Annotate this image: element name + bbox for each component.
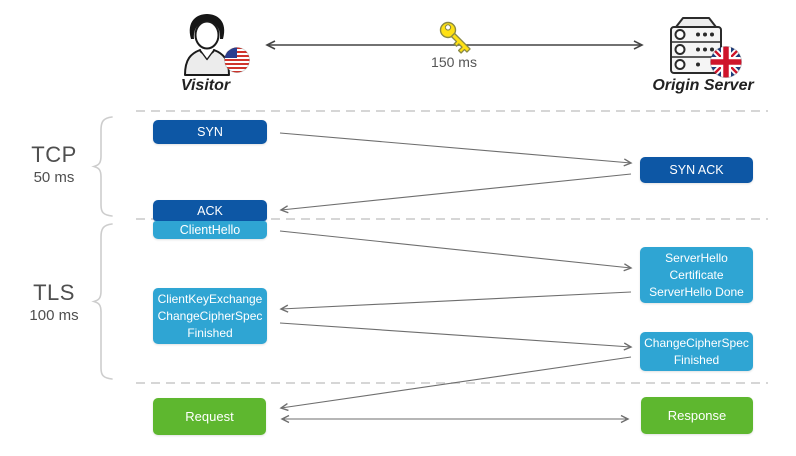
key-icon: [430, 18, 478, 71]
arrow-client-hello: [279, 230, 633, 272]
message-box-response: Response: [641, 397, 753, 434]
message-label: ACK: [197, 203, 223, 218]
phase-tls-name: TLS: [33, 280, 75, 305]
phase-braces: [91, 116, 113, 380]
latency-label: 150 ms: [431, 54, 477, 70]
tcp-brace: [91, 116, 113, 217]
visitor-label: Visitor: [180, 77, 231, 94]
message-label: ClientHello: [179, 223, 241, 237]
server-icon: [666, 15, 726, 82]
message-line: Certificate: [669, 267, 724, 282]
uk-flag-icon: [710, 46, 742, 83]
message-label: SYN: [197, 125, 223, 139]
message-box-request: Request: [153, 398, 266, 435]
arrow-server-hello: [279, 291, 632, 313]
phase-tcp: TCP 50 ms: [16, 142, 92, 188]
message-box-change-cipher-spec: ChangeCipherSpec Finished: [640, 332, 753, 371]
arrow-syn-ack: [279, 173, 632, 214]
message-line: ChangeCipherSpec: [644, 335, 749, 350]
message-box-server-hello: ServerHello Certificate ServerHello Done: [640, 247, 753, 303]
phase-tcp-duration: 50 ms: [33, 169, 75, 186]
phase-tcp-name: TCP: [31, 142, 77, 167]
message-label: Request: [185, 408, 234, 424]
arrow-client-key: [279, 322, 633, 351]
message-line: ServerHello Done: [649, 284, 744, 299]
person-icon: [183, 11, 231, 82]
message-line: Finished: [187, 325, 233, 340]
message-box-ack: ACK: [153, 200, 267, 221]
message-box-syn-ack: SYN ACK: [640, 157, 753, 183]
message-line: Finished: [673, 352, 720, 367]
arrow-syn: [279, 132, 633, 167]
message-box-syn: SYN: [153, 120, 267, 144]
message-arrows: [279, 132, 633, 424]
message-line: ChangeCipherSpec: [157, 308, 263, 323]
message-line: ServerHello: [665, 250, 728, 265]
message-box-client-hello: ClientHello: [153, 221, 267, 239]
message-label: Response: [667, 407, 727, 423]
tls-brace: [91, 223, 113, 380]
phase-tls: TLS 100 ms: [16, 280, 92, 326]
origin-server-label: Origin Server: [652, 77, 754, 94]
us-flag-icon: [224, 47, 250, 78]
phase-tls-duration: 100 ms: [29, 307, 79, 324]
message-line: ClientKeyExchange: [157, 291, 263, 306]
arrow-change-cipher: [279, 356, 632, 412]
message-box-client-key-exchange: ClientKeyExchange ChangeCipherSpec Finis…: [153, 288, 267, 344]
message-label: SYN ACK: [669, 163, 724, 177]
